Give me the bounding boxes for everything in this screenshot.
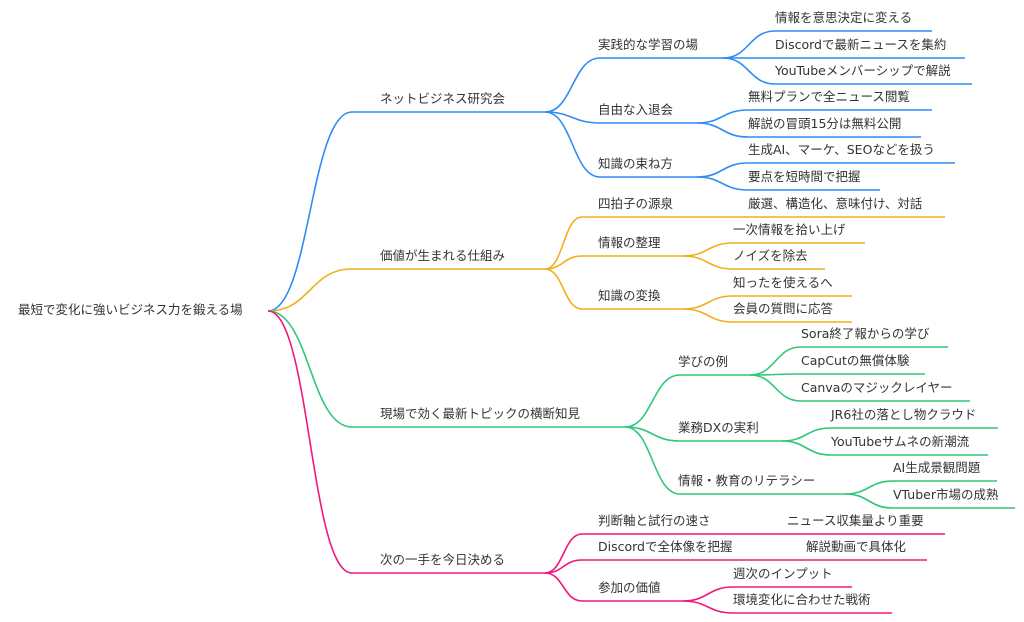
leaf-topic[interactable]: 厳選、構造化、意味付け、対話 [748, 196, 923, 211]
subtopic[interactable]: 四拍子の源泉 [598, 196, 674, 211]
leaf-topic[interactable]: 情報を意思決定に変える [775, 10, 913, 25]
leaf-topic[interactable]: YouTubeメンバーシップで解説 [775, 63, 951, 78]
leaf-connector [696, 122, 921, 138]
leaf-topic[interactable]: 会員の質問に応答 [733, 301, 834, 316]
leaf-connector [682, 586, 852, 602]
branch-connector [267, 111, 545, 312]
leaf-topic[interactable]: 一次情報を拾い上げ [733, 222, 846, 237]
leaf-connector [682, 295, 852, 310]
leaf-connector [682, 600, 892, 614]
subtopic-connector [544, 268, 683, 310]
leaf-topic[interactable]: 環境変化に合わせた戦術 [733, 592, 871, 607]
branch-connector [267, 268, 545, 312]
leaf-topic[interactable]: 解説の冒頭15分は無料公開 [748, 116, 902, 131]
subtopic[interactable]: 判断軸と試行の速さ [598, 513, 711, 528]
leaf-connector [749, 373, 925, 376]
leaf-topic[interactable]: 無料プランで全ニュース閲覧 [748, 89, 910, 104]
subtopic-connector [544, 533, 945, 574]
leaf-topic[interactable]: 要点を短時間で把握 [748, 169, 861, 184]
subtopic-connector [544, 111, 697, 124]
subtopic-connector [624, 426, 782, 442]
leaf-topic[interactable]: JR6社の落とし物クラウド [831, 407, 977, 422]
leaf-connector [682, 242, 865, 257]
leaf-topic[interactable]: 知ったを使えるへ [733, 275, 833, 290]
subtopic[interactable]: 知識の変換 [598, 288, 661, 303]
root-topic[interactable]: 最短で変化に強いビジネス力を鍛える場 [18, 302, 243, 317]
subtopic[interactable]: 業務DXの実利 [678, 420, 759, 435]
leaf-connector [781, 427, 998, 442]
subtopic[interactable]: Discordで全体像を把握 [598, 539, 733, 554]
leaf-topic[interactable]: YouTubeサムネの新潮流 [831, 434, 970, 449]
subtopic-connector [544, 57, 723, 113]
subtopic-connector [624, 374, 750, 428]
leaf-topic[interactable]: AI生成景観問題 [893, 460, 981, 475]
leaf-topic[interactable]: Sora終了報からの学び [801, 326, 930, 341]
leaf-connector [682, 308, 852, 323]
subtopic[interactable]: 学びの例 [678, 354, 729, 369]
leaf-topic[interactable]: VTuber市場の成熟 [893, 487, 999, 502]
branch-topic[interactable]: 価値が生まれる仕組み [380, 248, 506, 263]
branch-topic[interactable]: ネットビジネス研究会 [380, 91, 506, 106]
leaf-topic[interactable]: 生成AI、マーケ、SEOなどを扱う [748, 142, 935, 157]
subtopic[interactable]: 自由な入退会 [598, 102, 674, 117]
subtopic[interactable]: 知識の束ね方 [598, 156, 674, 171]
leaf-connector [844, 493, 1015, 509]
leaf-connector [696, 162, 955, 178]
leaf-topic[interactable]: CapCutの無償体験 [801, 353, 910, 368]
leaf-topic[interactable]: ノイズを除去 [733, 248, 808, 263]
leaf-connector [722, 30, 932, 59]
subtopic-connector [544, 572, 683, 602]
leaf-connector [682, 255, 825, 270]
subtopic-connector [544, 559, 927, 574]
subtopic[interactable]: 参加の価値 [598, 580, 661, 595]
subtopic-connector [544, 255, 683, 270]
leaf-connector [722, 57, 972, 85]
subtopic[interactable]: 情報の整理 [598, 235, 661, 250]
branch-topic[interactable]: 現場で効く最新トピックの横断知見 [380, 406, 581, 421]
leaf-connector [844, 480, 997, 495]
leaf-topic[interactable]: Discordで最新ニュースを集約 [775, 37, 947, 52]
leaf-connector [696, 176, 880, 191]
leaf-connector [696, 109, 932, 124]
leaf-topic[interactable]: Canvaのマジックレイヤー [801, 380, 953, 395]
branch-topic[interactable]: 次の一手を今日決める [380, 552, 506, 567]
leaf-topic[interactable]: 週次のインプット [733, 566, 833, 581]
subtopic-connector [544, 111, 697, 178]
subtopic[interactable]: 情報・教育のリテラシー [678, 473, 816, 488]
subtopic[interactable]: 実践的な学習の場 [598, 37, 699, 52]
branch-connector [267, 310, 545, 574]
leaf-connector [749, 346, 948, 376]
leaf-topic[interactable]: 解説動画で具体化 [806, 539, 907, 554]
leaf-connector [749, 374, 970, 402]
leaf-topic[interactable]: ニュース収集量より重要 [787, 513, 924, 528]
subtopic-connector [544, 216, 945, 270]
subtopic-connector [624, 426, 845, 495]
branch-connector [267, 310, 625, 428]
leaf-connector [781, 440, 988, 456]
